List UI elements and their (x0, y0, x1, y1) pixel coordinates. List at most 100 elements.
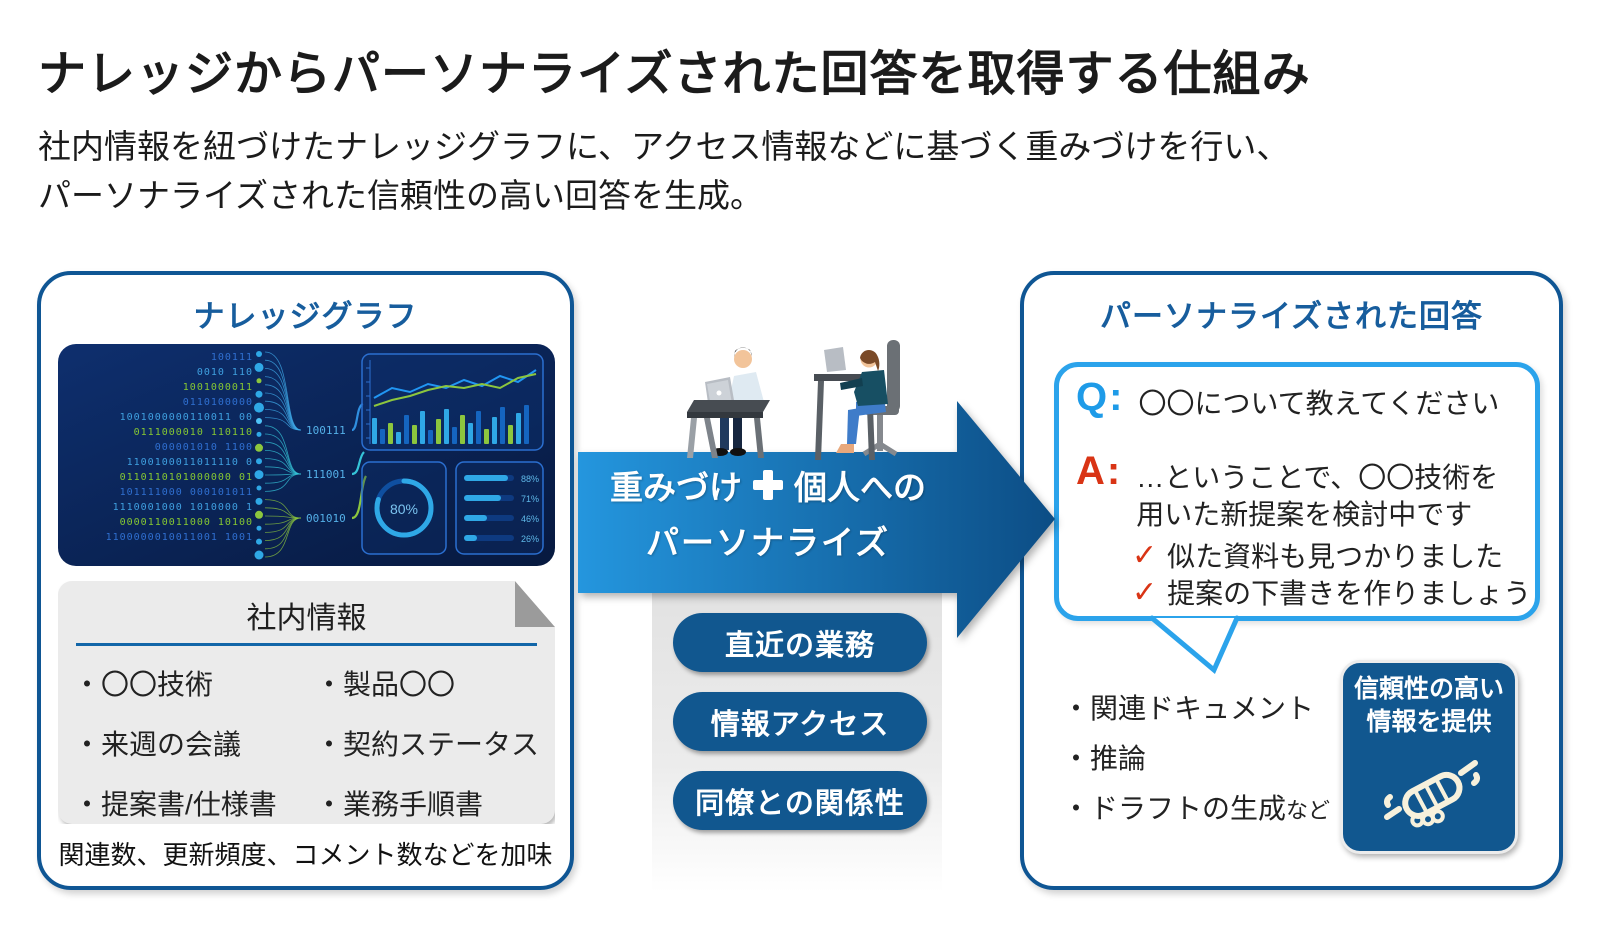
divider-rule (76, 643, 537, 646)
bar (380, 429, 385, 444)
graph-dot (255, 443, 263, 452)
mini-dashboard (361, 353, 544, 451)
bar-chart (372, 405, 529, 444)
progress-widget: 88% 71% 46% 26% (455, 461, 544, 555)
bar (500, 407, 505, 444)
node-label: 001010 (306, 512, 346, 525)
binary-row: 1001000000110011 00 (120, 412, 253, 423)
binary-row: 0111000010 110110 (134, 427, 253, 438)
list-item: ・来週の会議 (73, 729, 242, 760)
graph-dot (254, 550, 264, 560)
output-text: ・関連ドキュメント (1062, 693, 1315, 724)
progress-label: 26% (521, 534, 539, 544)
list-item: ・提案書/仕様書 (73, 789, 277, 820)
progress-label: 88% (521, 474, 539, 484)
output-item: ・推論 (1062, 735, 1330, 785)
bar (484, 429, 489, 444)
speech-bubble-tail (1149, 615, 1240, 675)
binary-row: 0110100000 (183, 397, 253, 408)
arrow-caption: 重みづけ 個人への パーソナライズ (590, 461, 946, 564)
graph-dot (255, 497, 263, 505)
trusted-info-badge: 信頼性の高い 情報を提供 (1340, 660, 1518, 854)
weighting-note: 関連数、更新頻度、コメント数などを加味 (58, 840, 553, 870)
graph-dot (254, 362, 264, 372)
trusted-info-line2: 情報を提供 (1366, 708, 1492, 736)
graph-dot (255, 390, 263, 398)
factor-button-colleague-relations: 同僚との関係性 (673, 771, 927, 830)
bar (404, 415, 409, 444)
page-subtitle: 社内情報を紐づけたナレッジグラフに、アクセス情報などに基づく重みづけを行い、 パ… (38, 128, 1290, 214)
answer-row: A: …ということで、〇〇技術を 用いた新提案を検討中です (1076, 449, 1498, 533)
node-label: 100111 (306, 424, 346, 437)
arrow-caption-line2: パーソナライズ (645, 524, 890, 561)
binary-row: 0110110101000000 01 (120, 472, 253, 483)
gauge-widget: 80% (361, 461, 447, 555)
graph-dot (254, 470, 264, 480)
fan-curve (264, 351, 302, 431)
bar (468, 423, 473, 444)
check-text: 提案の下書きを作りましょう (1167, 578, 1532, 609)
internal-info-card: 社内情報 ・〇〇技術 ・製品〇〇 ・来週の会議 ・契約ステータス ・提案書/仕様… (58, 581, 555, 824)
graph-dot (256, 525, 262, 531)
list-item: ・〇〇技術 (73, 669, 214, 700)
node-dots-column (254, 351, 264, 560)
knowledge-graph-illustration: 100111 0010 110 1001000011 0110100000 100100… (58, 344, 555, 566)
graph-dot (256, 431, 262, 437)
network-fan-curves (264, 351, 302, 558)
internal-info-title: 社内情報 (246, 602, 367, 635)
bar (388, 423, 393, 444)
check-icon: ✓ (1132, 576, 1158, 609)
page-title: ナレッジからパーソナライズされた回答を取得する仕組み (38, 48, 1311, 101)
arrow-caption-line1: 重みづけ 個人への (590, 461, 946, 509)
binary-row: 1110001000 1010000 1 (113, 502, 253, 513)
binary-row: 1100100011011110 0 (127, 457, 253, 468)
binary-row: 0010 110 (197, 367, 253, 378)
check-row: ✓ 提案の下書きを作りましょう (1132, 576, 1531, 613)
qa-speech-bubble (1054, 362, 1540, 621)
bar (420, 411, 425, 444)
bar (412, 425, 417, 444)
line-series-blue (373, 369, 537, 399)
progress-label: 46% (521, 514, 539, 524)
output-text: ・ドラフトの生成 (1062, 793, 1287, 824)
answer-text: …ということで、〇〇技術を 用いた新提案を検討中です (1136, 462, 1499, 530)
internal-info-list: ・〇〇技術 ・製品〇〇 ・来週の会議 ・契約ステータス ・提案書/仕様書 ・業務… (73, 663, 543, 823)
progress-label: 71% (521, 494, 539, 504)
factor-label: 直近の業務 (724, 629, 875, 662)
binary-row: 1001000011 (183, 382, 253, 393)
handshake-icon (1383, 760, 1481, 828)
knowledge-graph-panel: ナレッジグラフ 100111 0010 110 1001000011 01101000… (37, 271, 574, 890)
progress-fill (464, 475, 508, 481)
graph-dot (256, 538, 262, 545)
check-row: ✓ 似た資料も見つかりました (1132, 539, 1531, 576)
a-label: A: (1076, 449, 1123, 493)
binary-row: 000001010 1100 (155, 442, 253, 453)
bar (428, 430, 433, 444)
flow-arrow (578, 401, 1055, 638)
people-illustration (687, 340, 900, 460)
graph-dot (254, 402, 264, 413)
list-item: ・契約ステータス (315, 729, 540, 760)
bar (396, 432, 401, 444)
graph-dot (256, 458, 262, 465)
bar (444, 409, 449, 444)
graph-dot (256, 351, 262, 357)
arrow-caption-part2: 個人への (794, 469, 926, 506)
graph-node-labels: 100111 111001 001010 (306, 424, 346, 525)
progress-fill (464, 515, 487, 521)
graph-dot (256, 485, 262, 491)
graph-dot (256, 418, 262, 424)
check-text: 似た資料も見つかりました (1167, 541, 1504, 572)
bar (372, 418, 377, 444)
output-item: ・関連ドキュメント (1062, 685, 1330, 735)
bar (516, 413, 521, 444)
list-item: ・業務手順書 (315, 789, 484, 820)
progress-fill (464, 495, 501, 501)
factor-button-recent-work: 直近の業務 (673, 613, 927, 672)
knowledge-graph-title: ナレッジグラフ (193, 299, 418, 334)
bar (476, 411, 481, 444)
trusted-info-text: 信頼性の高い 情報を提供 (1343, 673, 1515, 739)
output-suffix: など (1286, 798, 1331, 823)
